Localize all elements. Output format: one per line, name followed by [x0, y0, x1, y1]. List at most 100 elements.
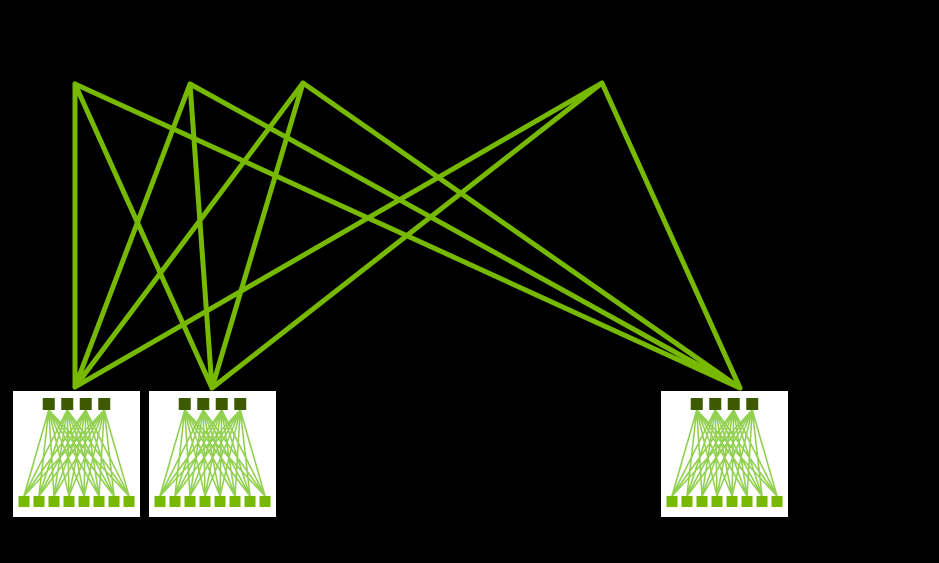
top-unit — [79, 398, 92, 410]
top-unit — [690, 398, 703, 410]
inner-link — [38, 409, 105, 497]
inner-link — [183, 409, 206, 497]
inner-link — [103, 409, 130, 497]
inner-link — [239, 409, 251, 497]
bottom-unit — [259, 496, 271, 507]
inner-link — [732, 409, 748, 497]
inner-link — [202, 409, 221, 497]
edge-t3-b3 — [300, 80, 743, 391]
bottom-unit — [711, 496, 723, 507]
top-unit — [61, 398, 74, 410]
bottom-unit — [78, 496, 90, 507]
node-box2 — [149, 391, 276, 517]
edge-t2-b3 — [187, 81, 743, 391]
inner-link — [174, 409, 241, 497]
inner-link — [671, 409, 735, 497]
top-unit — [42, 398, 55, 410]
inner-link — [701, 409, 717, 497]
inner-link — [746, 409, 754, 497]
bottom-unit — [726, 496, 738, 507]
bottom-unit — [154, 496, 166, 507]
bottom-unit — [756, 496, 768, 507]
top-unit — [746, 398, 759, 410]
inner-link — [66, 409, 100, 497]
inner-link — [48, 409, 85, 497]
inner-link — [184, 409, 221, 497]
inner-link — [686, 409, 717, 497]
inner-link — [53, 409, 105, 497]
inner-link — [751, 409, 778, 497]
inner-link — [686, 409, 735, 497]
edge-t4-b3 — [599, 80, 743, 391]
inner-link — [695, 409, 718, 497]
top-unit — [709, 398, 722, 410]
inner-link — [68, 409, 105, 497]
inner-link — [716, 409, 735, 497]
inner-link — [84, 409, 100, 497]
inner-link — [239, 409, 266, 497]
inner-link — [174, 409, 186, 497]
inner-link — [189, 409, 205, 497]
inner-link — [696, 409, 733, 497]
inner-link — [48, 409, 100, 497]
node-box1 — [13, 391, 140, 517]
inner-link — [189, 409, 241, 497]
edge-t2-b2 — [187, 81, 215, 391]
inner-link — [751, 409, 763, 497]
inner-link — [714, 409, 748, 497]
inner-link — [189, 409, 223, 497]
bottom-unit — [666, 496, 678, 507]
edge-t1-b2 — [72, 81, 215, 391]
edge-t4-b1 — [72, 80, 605, 390]
bottom-unit — [63, 496, 75, 507]
inner-link — [66, 409, 85, 497]
inner-link — [159, 409, 186, 497]
inner-link — [174, 409, 205, 497]
inner-link — [716, 409, 753, 497]
inner-network-icon — [154, 398, 271, 507]
inner-link — [202, 409, 236, 497]
inner-link — [103, 409, 115, 497]
inner-link — [38, 409, 69, 497]
bottom-unit — [771, 496, 783, 507]
bottom-unit — [123, 496, 135, 507]
bottom-unit — [741, 496, 753, 507]
inner-link — [220, 409, 236, 497]
bottom-unit — [244, 496, 256, 507]
bottom-unit — [184, 496, 196, 507]
inner-link — [671, 409, 753, 497]
bottom-unit — [214, 496, 226, 507]
inner-link — [696, 409, 748, 497]
bottom-unit — [681, 496, 693, 507]
top-unit — [197, 398, 210, 410]
inner-link — [23, 409, 105, 497]
bottom-unit — [48, 496, 60, 507]
inner-link — [53, 409, 87, 497]
inner-link — [234, 409, 242, 497]
edge-t3-b2 — [209, 80, 306, 391]
bottom-unit — [169, 496, 181, 507]
edge-t3-b1 — [72, 80, 306, 390]
inner-link — [38, 409, 87, 497]
inner-link — [98, 409, 106, 497]
inner-link — [695, 409, 703, 497]
inner-link — [23, 409, 50, 497]
inner-link — [83, 409, 87, 497]
inner-link — [204, 409, 241, 497]
bottom-unit — [696, 496, 708, 507]
inner-link — [83, 409, 106, 497]
inner-link — [159, 409, 204, 497]
inner-link — [671, 409, 716, 497]
inner-link — [219, 409, 223, 497]
top-unit — [98, 398, 111, 410]
inner-link — [184, 409, 236, 497]
inner-link — [68, 409, 87, 497]
inner-link — [183, 409, 191, 497]
inner-link — [202, 409, 206, 497]
edge-t2-b1 — [72, 81, 193, 390]
inner-link — [38, 409, 50, 497]
inner-link — [47, 409, 55, 497]
inner-link — [23, 409, 87, 497]
bottom-unit — [199, 496, 211, 507]
